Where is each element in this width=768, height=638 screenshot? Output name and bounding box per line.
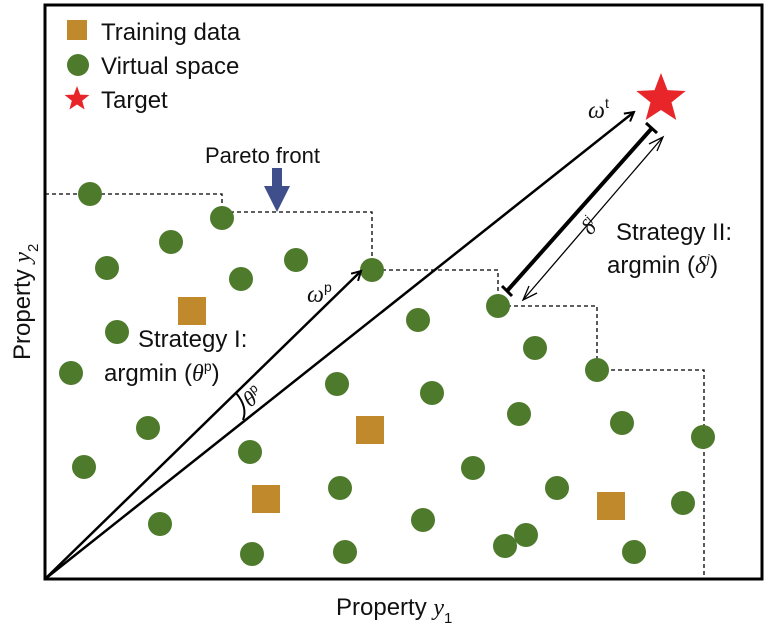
legend-virtual-label: Virtual space [101,53,239,80]
legend-training-swatch [67,20,87,40]
virtual-point [210,206,234,230]
virtual-point [486,294,510,318]
omega-p-vector [44,271,361,580]
pareto-front-line [45,193,705,580]
virtual-point [507,402,531,426]
virtual-point [622,540,646,564]
pareto-arrow-shaft [272,168,282,186]
omega-t-vector [44,112,634,580]
pareto-front-label: Pareto front [205,143,320,168]
target-star [636,73,686,120]
distance-bar [505,126,654,293]
virtual-point [229,267,253,291]
virtual-point [136,416,160,440]
virtual-point [105,320,129,344]
virtual-point [610,411,634,435]
virtual-space-points [59,182,715,566]
strategy2-formula: argmin (δj) [607,252,718,279]
plot-frame [43,3,764,581]
virtual-point [411,508,435,532]
delta-arrow-head-low [521,285,538,302]
virtual-point [493,534,517,558]
x-axis-label: Property y1 [336,594,452,627]
virtual-point [148,512,172,536]
virtual-point [240,542,264,566]
distance-bar-cap-low [500,284,514,298]
legend-virtual-swatch [67,54,89,76]
virtual-point [333,540,357,564]
virtual-point [328,476,352,500]
theta-arc [235,392,246,421]
strategy1-title: Strategy I: [138,326,247,353]
virtual-point [406,308,430,332]
virtual-point [514,523,538,547]
omega-p-label: ωp [307,279,332,308]
virtual-point [72,455,96,479]
virtual-point [360,258,384,282]
virtual-point [461,456,485,480]
y-axis-label: Property y2 [9,244,42,360]
virtual-point [59,361,83,385]
virtual-point [545,476,569,500]
virtual-point [691,425,715,449]
virtual-point [523,336,547,360]
virtual-point [238,440,262,464]
training-point [178,297,206,325]
training-data-points [178,297,625,520]
virtual-point [671,491,695,515]
virtual-point [95,256,119,280]
pareto-arrow-head [264,186,290,212]
training-point [597,492,625,520]
legend-training-label: Training data [101,19,241,46]
virtual-point [585,358,609,382]
distance-bar-cap-high [644,121,659,135]
strategy2-title: Strategy II: [616,219,732,246]
virtual-point [284,248,308,272]
legend-target-label: Target [101,87,168,114]
legend-target-swatch [64,86,90,110]
training-point [356,416,384,444]
virtual-point [78,182,102,206]
delta-arrow-head-high [648,135,665,152]
omega-t-label: ωt [588,95,609,124]
training-point [252,485,280,513]
virtual-point [159,230,183,254]
virtual-point [420,381,444,405]
virtual-point [325,372,349,396]
strategy1-formula: argmin (θp) [104,358,220,387]
delta-arrow [522,136,664,301]
